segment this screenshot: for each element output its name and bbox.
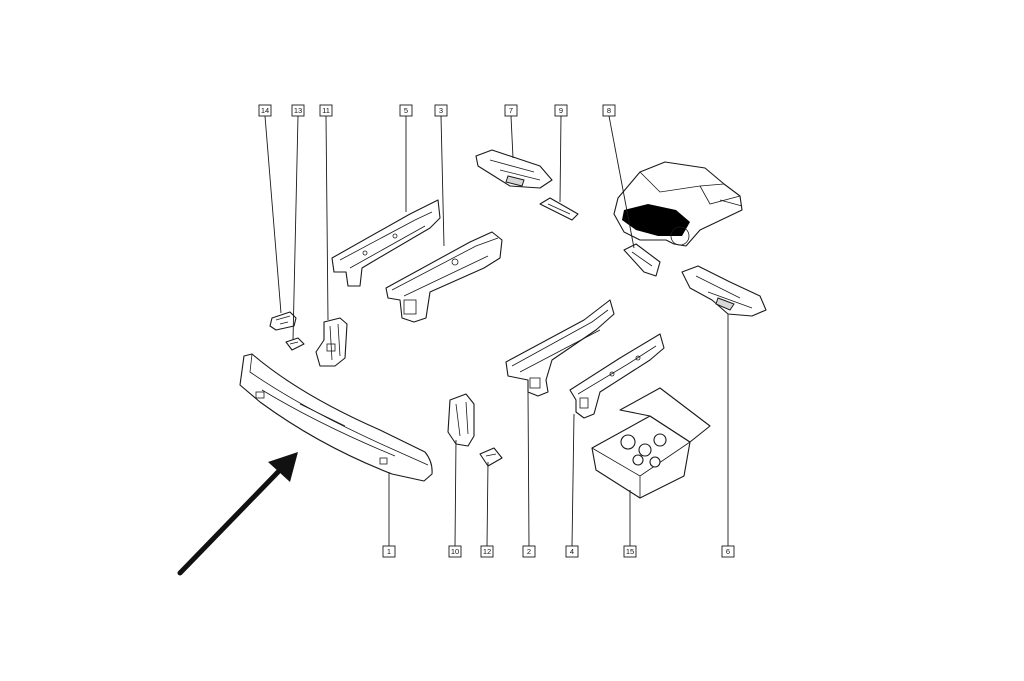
part-1-bumper-beam[interactable]	[239, 353, 433, 482]
part-9-bracket[interactable]	[539, 197, 579, 221]
part-6-tray-panel[interactable]	[681, 265, 767, 317]
callout-3-text: 3	[439, 106, 443, 115]
pointer-arrow-icon	[177, 452, 298, 576]
part-3-side-rail[interactable]	[385, 231, 503, 323]
callout-5-text: 5	[404, 106, 408, 115]
callout-11-text: 11	[322, 106, 330, 115]
callout-14: 14	[258, 104, 272, 117]
callout-14-text: 14	[261, 106, 269, 115]
callout-13: 13	[291, 104, 305, 117]
part-8-bracket[interactable]	[623, 243, 661, 277]
callout-8-text: 8	[607, 106, 611, 115]
callout-1: 1	[382, 545, 396, 558]
callout-4-text: 4	[570, 547, 574, 556]
callout-3: 3	[434, 104, 448, 117]
part-11-bracket[interactable]	[315, 317, 348, 367]
part-10-bracket[interactable]	[447, 393, 475, 447]
part-14-bracket[interactable]	[269, 311, 297, 331]
callout-8: 8	[602, 104, 616, 117]
callout-6: 6	[721, 545, 735, 558]
callout-10-text: 10	[451, 547, 459, 556]
callout-12: 12	[480, 545, 494, 558]
callout-15-text: 15	[626, 547, 634, 556]
leader-lines	[264, 115, 729, 547]
callout-10: 10	[448, 545, 462, 558]
callout-2: 2	[522, 545, 536, 558]
part-4-side-member[interactable]	[569, 333, 665, 419]
callout-12-text: 12	[483, 547, 491, 556]
callout-7: 7	[504, 104, 518, 117]
car-location-icon	[613, 161, 743, 247]
part-12-clip[interactable]	[479, 447, 503, 467]
callout-1-text: 1	[387, 547, 391, 556]
callout-2-text: 2	[527, 547, 531, 556]
callout-9-text: 9	[559, 106, 563, 115]
callout-11: 11	[319, 104, 333, 117]
part-15-fastener-box[interactable]	[591, 387, 711, 499]
callout-6-text: 6	[726, 547, 730, 556]
callout-4: 4	[565, 545, 579, 558]
part-5-side-rail-upper[interactable]	[331, 199, 441, 287]
callout-9: 9	[554, 104, 568, 117]
callout-7-text: 7	[509, 106, 513, 115]
callout-15: 15	[623, 545, 637, 558]
callout-5: 5	[399, 104, 413, 117]
part-13-clip[interactable]	[285, 337, 305, 351]
part-2-lower-rail[interactable]	[505, 299, 615, 397]
callout-13-text: 13	[294, 106, 302, 115]
part-7-top-panel[interactable]	[475, 149, 553, 189]
